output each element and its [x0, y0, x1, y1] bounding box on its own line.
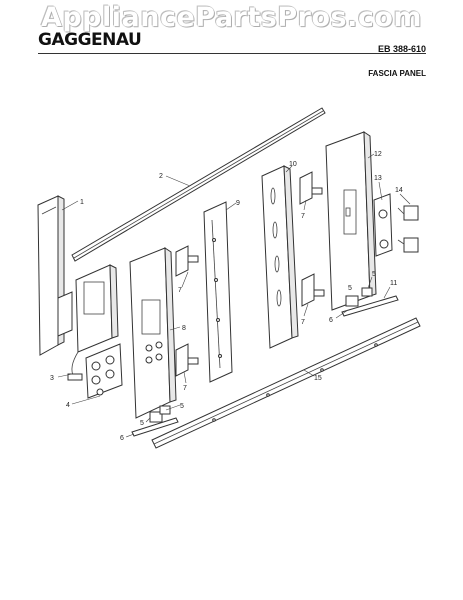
part-4-switch-cluster[interactable]: [85, 343, 123, 399]
part-14-push-buttons[interactable]: [397, 205, 419, 253]
header-rule: [38, 53, 426, 54]
callout-leaders: [57, 153, 411, 438]
part-7-bracket-c[interactable]: [299, 171, 323, 205]
callout-3: 3: [50, 375, 54, 382]
section-title: FASCIA PANEL: [368, 69, 426, 78]
part-15-bottom-strip[interactable]: [151, 317, 421, 449]
callout-6b: 6: [329, 317, 333, 324]
part-5-clip-right[interactable]: [345, 287, 373, 307]
part-13-switch[interactable]: [373, 193, 393, 257]
part-11-rail-right[interactable]: [341, 295, 399, 317]
model-number: EB 388-610: [377, 44, 426, 54]
part-6-rail-left[interactable]: [131, 417, 179, 437]
callout-1: 1: [80, 199, 84, 206]
callout-8: 8: [182, 325, 186, 332]
part-10-slotted-frame[interactable]: [261, 165, 299, 349]
callout-6a: 6: [120, 435, 124, 442]
callout-2: 2: [159, 173, 163, 180]
callout-5c: 5: [372, 271, 376, 278]
brand-logo: GAGGENAU: [38, 30, 142, 50]
part-12-right-fascia[interactable]: [325, 131, 377, 311]
callout-14: 14: [395, 187, 403, 194]
part-5-clip-left[interactable]: [149, 405, 171, 423]
callout-9: 9: [236, 200, 240, 207]
part-3-display-module[interactable]: [57, 264, 119, 381]
watermark: AppliancePartsPros.com: [40, 2, 423, 33]
callout-7b: 7: [183, 385, 187, 392]
callout-7d: 7: [301, 319, 305, 326]
callout-12: 12: [374, 151, 382, 158]
part-7-bracket-a[interactable]: [175, 245, 199, 277]
callout-7a: 7: [178, 287, 182, 294]
callout-7c: 7: [301, 213, 305, 220]
callout-5b: 5: [180, 403, 184, 410]
callout-10: 10: [289, 161, 297, 168]
callout-4: 4: [66, 402, 70, 409]
part-7-bracket-b[interactable]: [175, 343, 199, 377]
part-9-inner-frame[interactable]: [203, 201, 233, 383]
callout-13: 13: [374, 175, 382, 182]
callout-5a: 5: [140, 420, 144, 427]
part-7-bracket-d[interactable]: [301, 273, 325, 307]
part-2-trim-strip[interactable]: [71, 107, 326, 262]
callout-11: 11: [390, 280, 397, 287]
part-8-control-fascia[interactable]: [129, 247, 177, 419]
callout-15: 15: [314, 375, 322, 382]
callout-5d: 5: [348, 285, 352, 292]
